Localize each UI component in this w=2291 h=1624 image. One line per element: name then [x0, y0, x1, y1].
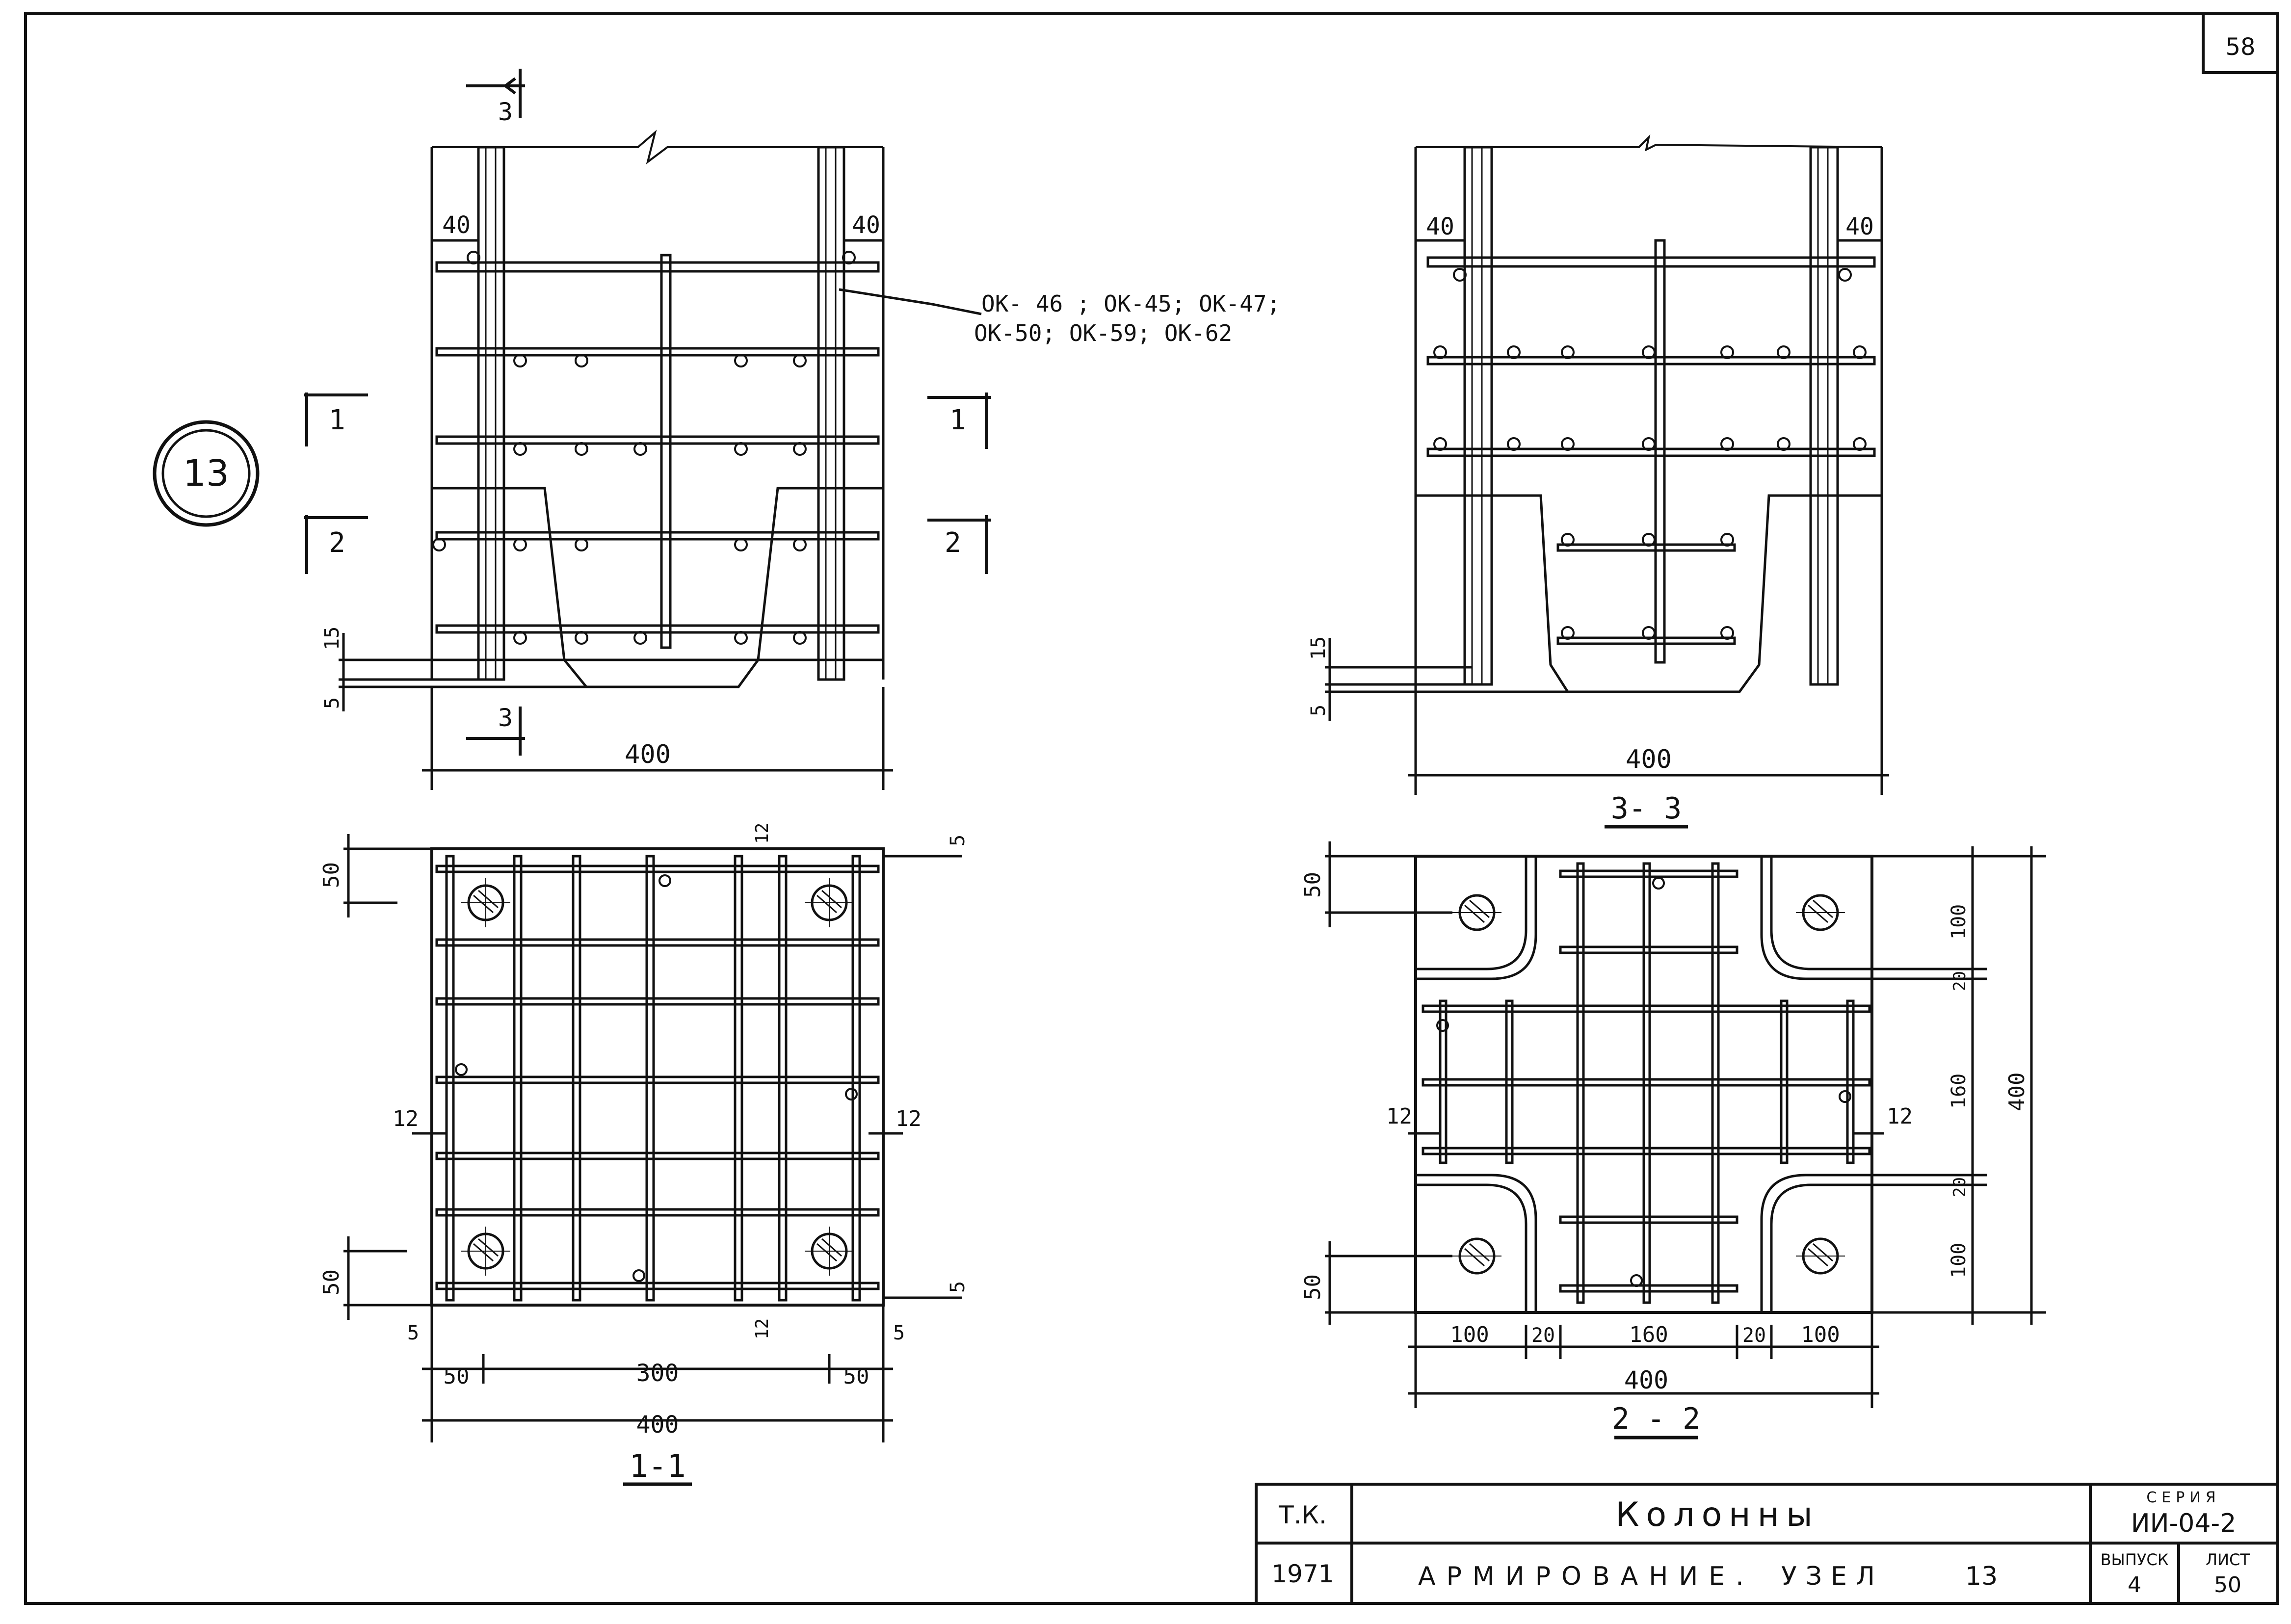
elevation-left [339, 130, 982, 790]
sheet-number: 58 [2225, 33, 2255, 61]
s1-dim-12-bottom: 12 [752, 1318, 772, 1339]
s1-dim-5-br: 5 [947, 1281, 969, 1293]
tb-sheet-value: 50 [2214, 1572, 2241, 1598]
elev-right-dim-15: 15 [1307, 636, 1330, 660]
section-1-1 [343, 834, 962, 1486]
s2-dim-20-b: 20 [1950, 1177, 1970, 1197]
s2-b-400: 400 [1624, 1366, 1668, 1394]
sheet-frame [24, 12, 2279, 1605]
tb-sheet-label: ЛИСТ [2206, 1550, 2250, 1569]
sheet-number-box [2202, 12, 2279, 74]
s1-dim-50-bottom: 50 [319, 1269, 344, 1295]
callout-line-2: ОК-50; ОК-59; ОК-62 [974, 320, 1232, 346]
s2-b-20-r: 20 [1742, 1324, 1766, 1347]
tb-issue-label: ВЫПУСК [2101, 1550, 2169, 1569]
s1-dim-50-l: 50 [444, 1364, 470, 1389]
elev-right-dim-width: 400 [1626, 745, 1672, 774]
s1-dim-12-top: 12 [752, 823, 772, 844]
s2-dim-100-b: 100 [1948, 1243, 1970, 1278]
elev-right-dim-5: 5 [1307, 705, 1330, 716]
elev-left-dim-5: 5 [321, 697, 343, 709]
tb-series-label: СЕРИЯ [2146, 1489, 2220, 1506]
elevation-right [1325, 134, 1889, 829]
tb-node: УЗЕЛ [1781, 1562, 1884, 1591]
s2-dim-160: 160 [1948, 1074, 1970, 1109]
s2-b-100-r: 100 [1801, 1322, 1840, 1347]
cut-1-left: 1 [329, 404, 345, 436]
tb-year: 1971 [1271, 1560, 1334, 1588]
title-block [1255, 1483, 2279, 1605]
cut-2-left: 2 [329, 527, 345, 559]
section-2-2 [1325, 841, 2046, 1440]
s1-dim-50-top: 50 [319, 862, 344, 888]
s1-dim-5-tr: 5 [947, 835, 969, 846]
s2-b-100-l: 100 [1450, 1322, 1489, 1347]
cut-3-bottom: 3 [498, 704, 513, 732]
s2-dim-400-right: 400 [2004, 1073, 2029, 1111]
s1-dim-12-right: 12 [895, 1106, 922, 1131]
s1-dim-5-bl: 5 [407, 1322, 419, 1344]
s2-b-20-l: 20 [1531, 1324, 1555, 1347]
tb-node-no: 13 [1965, 1562, 1998, 1591]
tb-series-value: ИИ-04-2 [2131, 1509, 2237, 1538]
elev-right-dim-40-left: 40 [1426, 213, 1454, 240]
elev-left-dim-40-left: 40 [442, 211, 471, 239]
elev-left-dim-40-right: 40 [852, 211, 880, 239]
tb-subtitle: АРМИРОВАНИЕ. [1418, 1562, 1755, 1591]
section-3-3-label: 3- 3 [1611, 791, 1682, 826]
cut-3-top: 3 [498, 98, 513, 126]
s2-dim-100-a: 100 [1948, 904, 1970, 940]
cut-1-right: 1 [949, 404, 966, 436]
s2-b-160: 160 [1629, 1322, 1668, 1347]
s1-dim-300: 300 [636, 1360, 679, 1387]
elev-right-dim-40-right: 40 [1845, 213, 1874, 240]
s1-dim-400: 400 [636, 1411, 679, 1439]
section-1-1-label: 1-1 [629, 1448, 686, 1485]
elev-left-dim-15: 15 [321, 627, 343, 650]
s1-dim-12-left: 12 [393, 1106, 419, 1131]
s2-dim-12-left: 12 [1386, 1104, 1412, 1129]
node-mark-label: 13 [183, 452, 229, 495]
elev-left-dim-width: 400 [625, 740, 671, 769]
tb-title: Колонны [1615, 1495, 1819, 1534]
section-2-2-label: 2 - 2 [1612, 1402, 1701, 1436]
cut-markers [304, 69, 991, 756]
s1-dim-50-r: 50 [843, 1364, 869, 1389]
cut-2-right: 2 [945, 527, 961, 559]
tb-tk: Т.К. [1278, 1501, 1327, 1529]
node-mark: 13 [153, 420, 260, 527]
s2-dim-50-bottom: 50 [1300, 1274, 1325, 1300]
callout-line-1: ОК- 46 ; ОК-45; ОК-47; [981, 290, 1280, 317]
s2-dim-20-a: 20 [1950, 971, 1970, 991]
s1-dim-5-bottom-r: 5 [893, 1322, 905, 1344]
s2-dim-12-right: 12 [1887, 1104, 1913, 1129]
s2-dim-50-top: 50 [1300, 872, 1325, 898]
tb-issue-value: 4 [2128, 1572, 2141, 1598]
